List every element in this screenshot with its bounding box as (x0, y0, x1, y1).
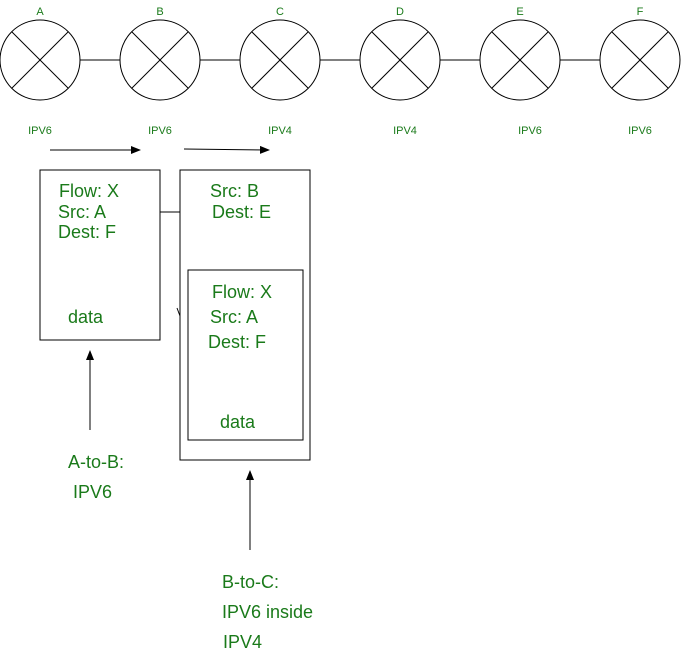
caption-a-line1: A-to-B: (68, 452, 124, 472)
packet-a-src: Src: A (58, 202, 106, 222)
packet-b-outer-dest: Dest: E (212, 202, 271, 222)
inner-src: Src: A (210, 307, 258, 327)
node-d-letter: D (396, 6, 404, 18)
packet-a-to-b: Flow: X Src: A Dest: F data (39, 169, 161, 341)
arrow-b-to-c (183, 145, 270, 154)
caption-a-line2: IPV6 (73, 482, 112, 502)
node-c-letter: C (276, 6, 284, 18)
node-f-letter: F (637, 6, 644, 18)
node-b-letter: B (156, 6, 163, 18)
node-b-protocol: IPV6 (148, 125, 172, 137)
inner-dest: Dest: F (208, 332, 266, 352)
inner-flow: Flow: X (212, 282, 272, 302)
node-e-protocol: IPV6 (518, 125, 542, 137)
node-e: E IPV6 (479, 6, 561, 137)
node-a-protocol: IPV6 (28, 125, 52, 137)
node-c: C IPV4 (239, 6, 321, 137)
node-f-protocol: IPV6 (628, 125, 652, 137)
packet-b-outer-src: Src: B (210, 181, 259, 201)
node-c-protocol: IPV4 (268, 125, 292, 137)
node-d: D IPV4 (359, 6, 441, 137)
packet-b-to-c: Src: B Dest: E Flow: X Src: A Dest: F da… (179, 169, 311, 461)
caption-b-line1: B-to-C: (222, 572, 279, 592)
inner-packet: Flow: X Src: A Dest: F data (187, 269, 304, 441)
node-d-protocol: IPV4 (393, 125, 417, 137)
packet-a-dest: Dest: F (58, 222, 116, 242)
node-f: F IPV6 (599, 6, 681, 137)
caption-b-line2: IPV6 inside (222, 602, 313, 622)
node-a: A IPV6 (0, 6, 81, 137)
packet-a-data: data (68, 307, 104, 327)
node-b: B IPV6 (119, 6, 201, 137)
node-a-letter: A (36, 6, 44, 18)
packet-a-flow: Flow: X (59, 181, 119, 201)
caption-b-line3: IPV4 (223, 632, 262, 652)
inner-data: data (220, 412, 256, 432)
node-e-letter: E (516, 6, 523, 18)
